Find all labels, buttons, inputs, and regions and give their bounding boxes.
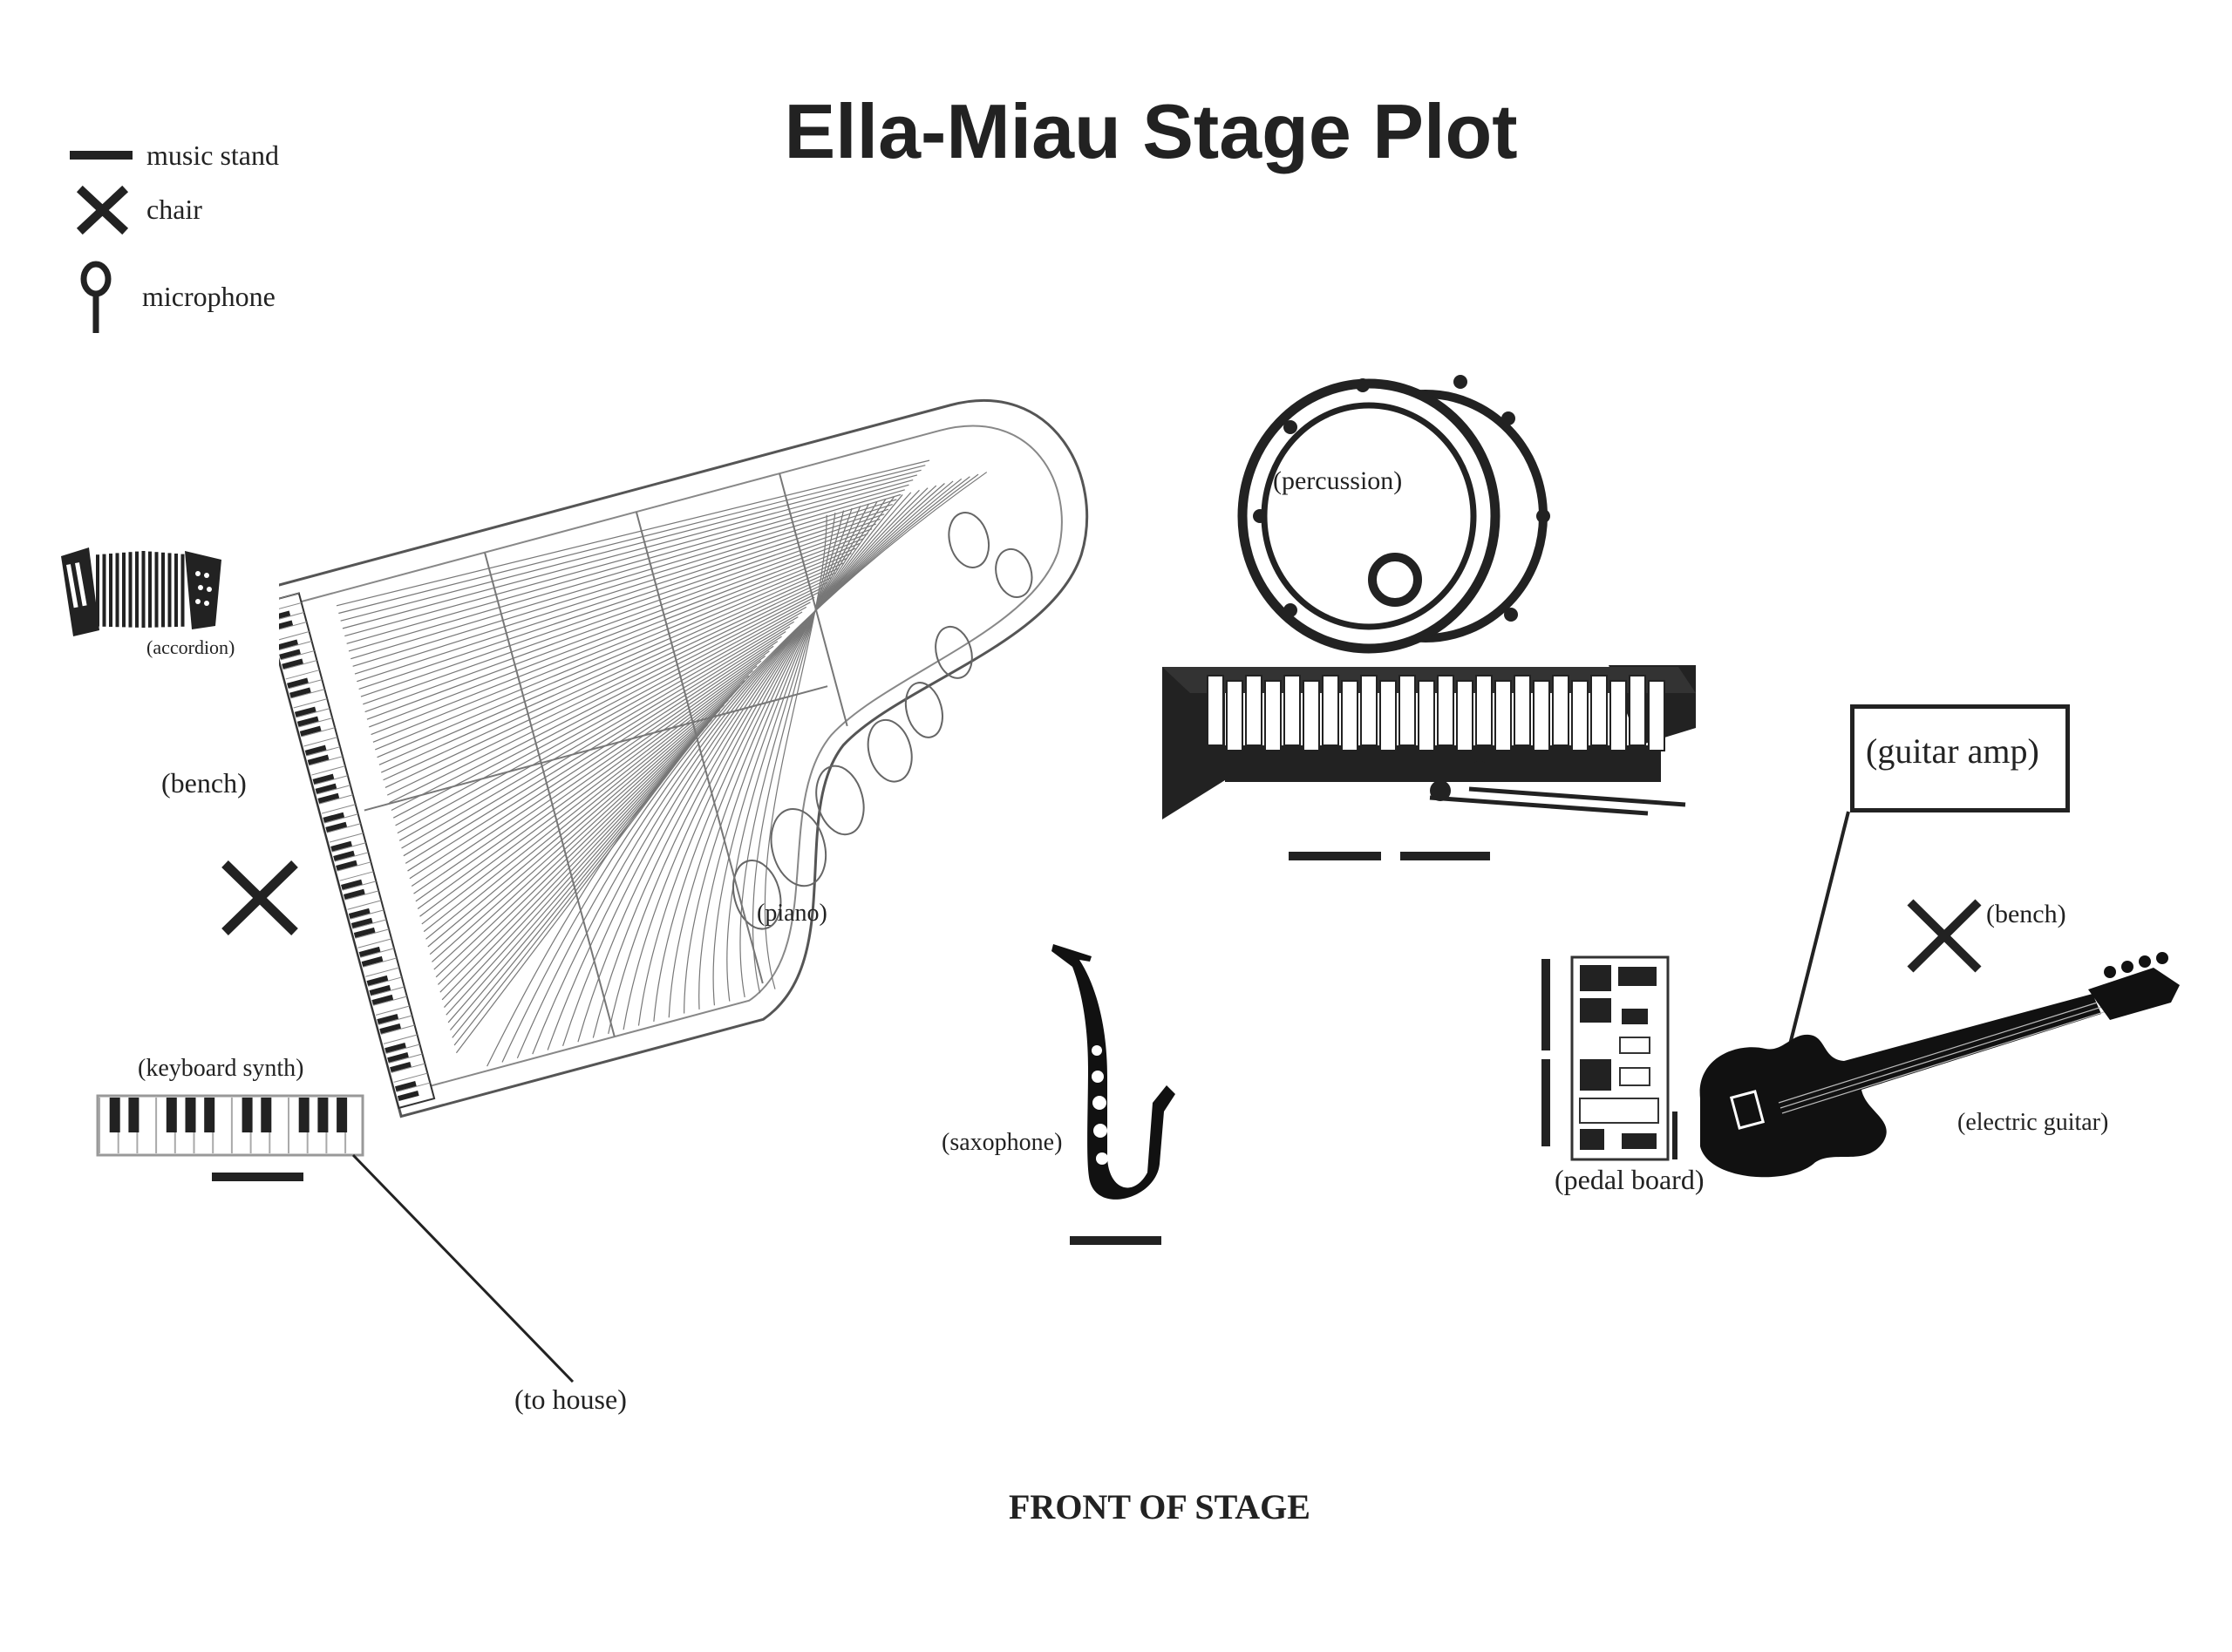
bass-drum-icon [1237, 375, 1550, 654]
piano-label: (piano) [757, 900, 827, 927]
guitar-amp-label: (guitar amp) [1866, 731, 2039, 771]
music-stand-synth [212, 1173, 303, 1181]
page-title: Ella-Miau Stage Plot [784, 88, 1518, 174]
keyboard-synth-label: (keyboard synth) [138, 1055, 304, 1082]
bench-right-label: (bench) [1986, 900, 2066, 928]
microphone-icon [80, 261, 112, 333]
music-stand-saxophone [1070, 1236, 1161, 1245]
music-stand-percussion-2 [1400, 852, 1490, 860]
guitar-amp-box [1850, 704, 2070, 812]
front-of-stage-label: FRONT OF STAGE [1009, 1487, 1310, 1526]
accordion-icon [61, 547, 221, 636]
pedal-board-stand-2 [1541, 1059, 1550, 1146]
to-house-label: (to house) [514, 1383, 627, 1415]
chair-right-icon [1907, 899, 1982, 973]
xylophone-icon [1162, 665, 1696, 819]
electric-guitar-label: (electric guitar) [1957, 1109, 2109, 1136]
legend-music-stand-label: music stand [146, 139, 279, 171]
music-stand-icon [70, 151, 133, 160]
saxophone-label: (saxophone) [942, 1129, 1063, 1156]
legend-chair-label: chair [146, 194, 202, 225]
chair-left-icon [221, 860, 298, 935]
saxophone-icon [1051, 944, 1175, 1200]
bench-left-label: (bench) [161, 767, 247, 799]
pedal-board-label: (pedal board) [1555, 1164, 1705, 1195]
legend-microphone-label: microphone [142, 281, 276, 312]
music-stand-percussion-1 [1289, 852, 1381, 860]
percussion-label: (percussion) [1273, 466, 1403, 495]
piano-drawing [279, 398, 1089, 1118]
chair-icon [76, 185, 129, 235]
amp-cable [1786, 811, 1850, 1056]
accordion-label: (accordion) [146, 636, 235, 658]
cable-to-house [351, 1153, 575, 1383]
electric-guitar-icon [1699, 952, 2180, 1178]
pedal-board-stand-1 [1541, 959, 1550, 1050]
keyboard-synth-icon [96, 1094, 364, 1157]
pedal-board-icon [1570, 955, 1677, 1161]
legend [70, 151, 133, 333]
